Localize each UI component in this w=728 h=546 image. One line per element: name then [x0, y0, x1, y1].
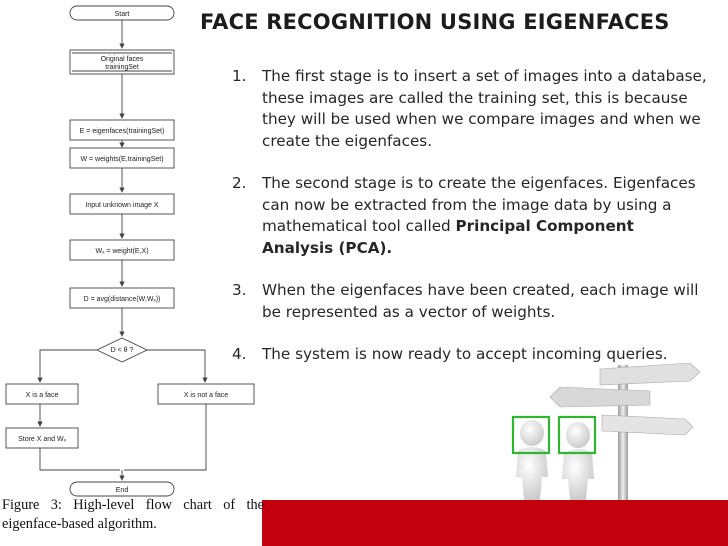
list-item: 1. The first stage is to insert a set of…	[232, 66, 707, 152]
step-number: 2.	[232, 174, 247, 192]
steps-list: 1. The first stage is to insert a set of…	[232, 66, 707, 387]
decision-diamond	[95, 337, 149, 363]
weights-label: W = weights(E,trainingSet)	[80, 156, 163, 163]
list-item: 3. When the eigenfaces have been created…	[232, 280, 707, 323]
step-text: The system is now ready to accept incomi…	[262, 345, 668, 363]
face-detection-box	[557, 415, 597, 455]
red-accent-bar	[262, 500, 728, 546]
person-figure	[562, 422, 594, 500]
not-face-label: X is not a face	[184, 392, 228, 399]
step-number: 4.	[232, 345, 247, 363]
distance-label: D = avg(distance(W,Wₓ))	[84, 296, 161, 303]
original-faces-label: Original faces	[101, 56, 144, 63]
page-title: FACE RECOGNITION USING EIGENFACES	[200, 10, 670, 34]
sign-arrow-left	[549, 386, 651, 408]
step-text: The first stage is to insert a set of im…	[262, 67, 707, 150]
step-text: The second stage is to create the eigenf…	[262, 174, 696, 235]
is-face-box	[5, 383, 79, 405]
signpost-illustration	[511, 362, 701, 500]
signpost-pole	[618, 365, 628, 500]
store-box	[5, 427, 79, 449]
flowchart: Start Original faces trainingSet E = eig…	[5, 5, 255, 497]
face-detection-box	[511, 415, 551, 455]
eigenfaces-label: E = eigenfaces(trainingSet)	[80, 128, 165, 135]
training-set-label: trainingSet	[105, 64, 139, 71]
sign-arrow-right-lower	[601, 414, 694, 436]
start-label: Start	[115, 11, 130, 18]
store-label: Store X and Wₓ	[18, 436, 67, 443]
step-text: When the eigenfaces have been created, e…	[262, 281, 699, 321]
step-number: 1.	[232, 67, 247, 85]
figure-caption: Figure 3: High-level flow chart of the e…	[2, 497, 264, 532]
list-item: 4. The system is now ready to accept inc…	[232, 344, 707, 366]
list-item: 2. The second stage is to create the eig…	[232, 173, 707, 259]
end-label: End	[116, 487, 129, 494]
input-label: Input unknown image X	[85, 202, 158, 209]
step-bold-text: Principal Component Analysis (PCA).	[262, 217, 634, 257]
is-face-label: X is a face	[26, 392, 59, 399]
person-figure	[516, 420, 548, 500]
step-number: 3.	[232, 281, 247, 299]
end-terminator	[69, 481, 175, 497]
sign-arrow-right	[599, 362, 701, 386]
decision-label: D < θ ?	[111, 347, 134, 354]
wx-label: Wₓ = weight(E,X)	[95, 248, 148, 255]
